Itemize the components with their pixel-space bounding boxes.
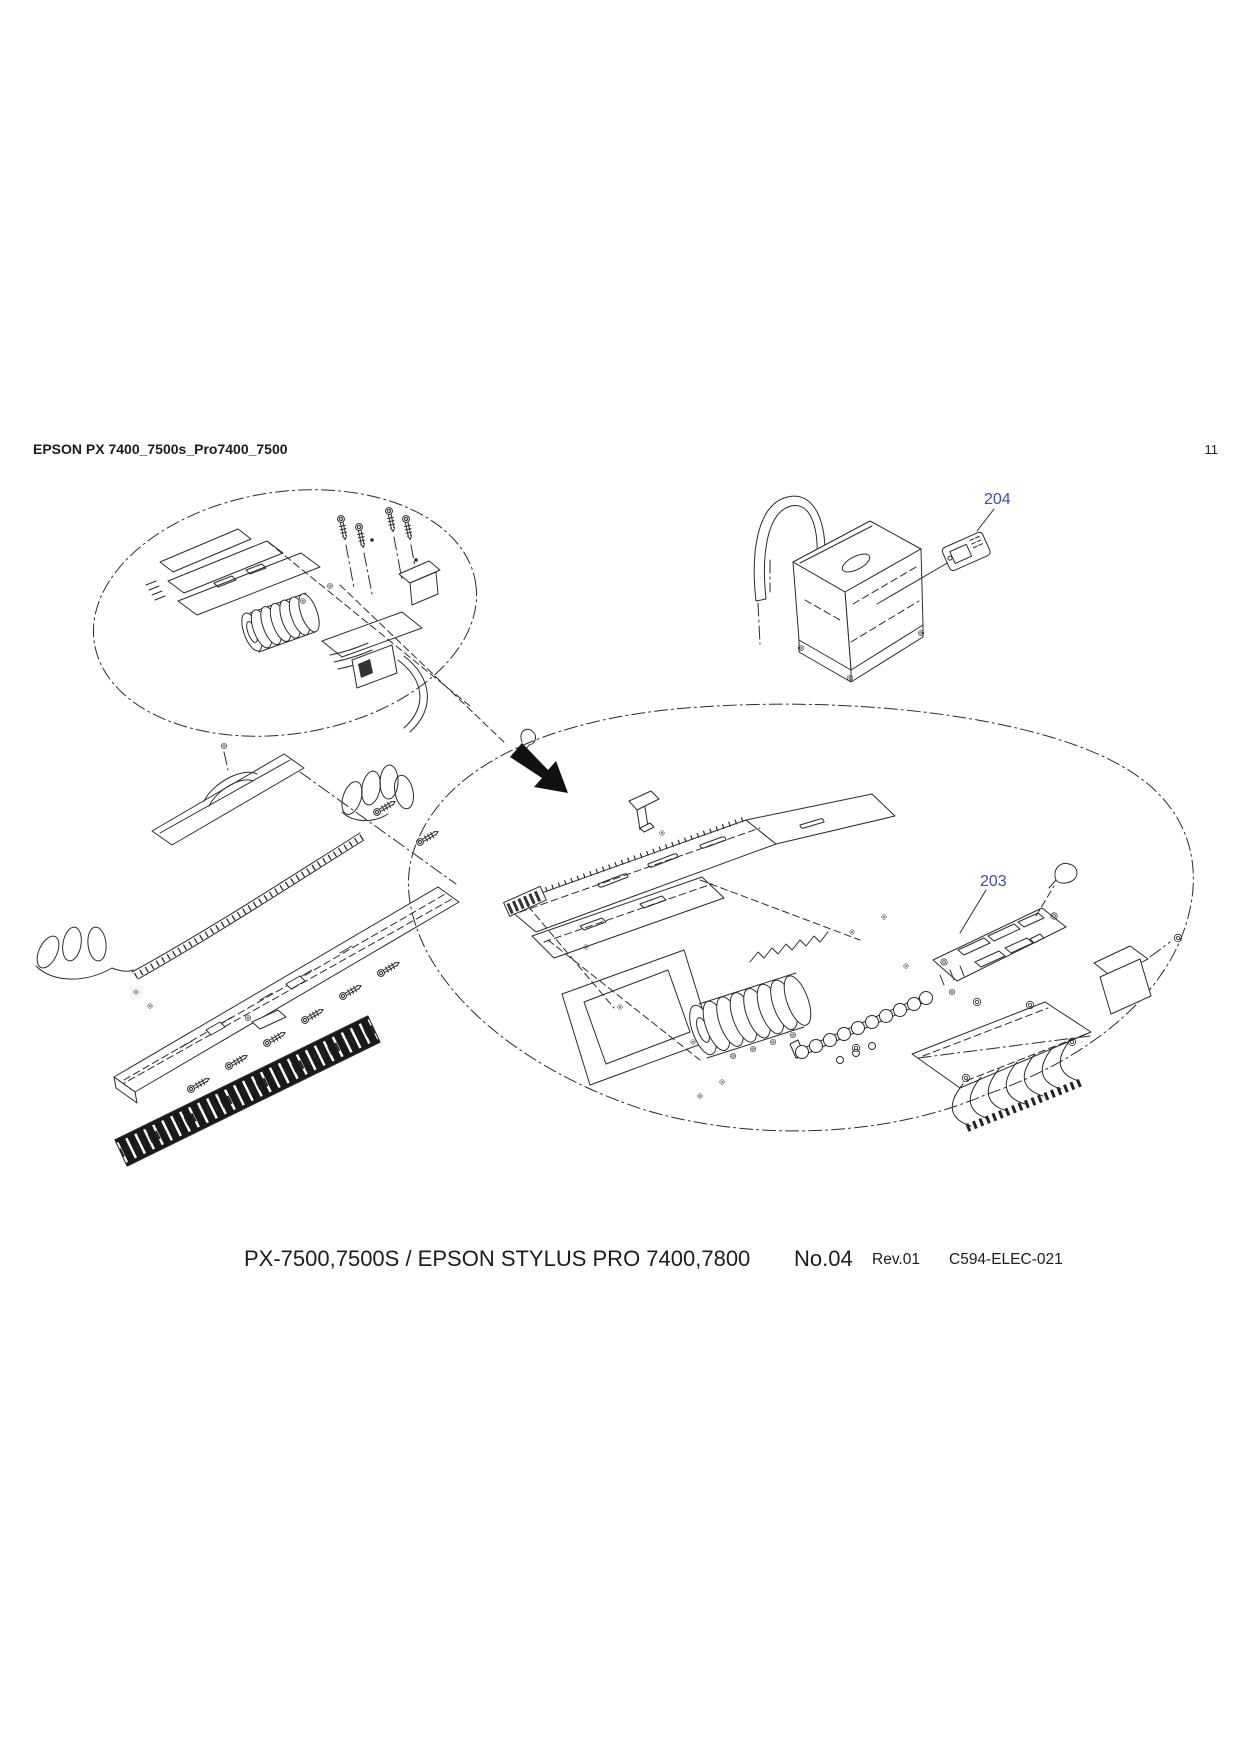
ribbed-connector — [503, 885, 547, 917]
callout-203-label: 203 — [980, 873, 1007, 890]
comb-bracket — [749, 931, 829, 963]
control-panel-part — [941, 508, 995, 572]
cable-carrier-chain — [114, 1015, 381, 1167]
right-side-bracket — [1093, 933, 1183, 1015]
roller-shaft — [789, 991, 933, 1064]
page-number: 11 — [1204, 442, 1219, 457]
figure-caption: PX-7500,7500S / EPSON STYLUS PRO 7400,78… — [244, 1246, 751, 1271]
right-misc-details — [527, 830, 909, 1099]
printer-overview-drawing — [753, 495, 950, 683]
right-frame-plates — [504, 793, 896, 959]
left-head-assembly — [321, 611, 428, 733]
right-exploded-balloon — [407, 703, 1194, 1132]
left-lower-assembly — [32, 742, 460, 1167]
right-top-bracket — [628, 790, 660, 833]
left-misc-details — [267, 538, 537, 753]
top-cover-bar — [151, 742, 457, 885]
left-damper-assembly — [241, 592, 320, 653]
callout-204-label: 204 — [984, 491, 1011, 508]
circuit-board-203 — [932, 862, 1078, 996]
doc-code: C594-ELEC-021 — [949, 1251, 1063, 1268]
direction-arrow — [510, 743, 568, 793]
callout-203: 203 — [959, 873, 1007, 934]
left-screws — [336, 506, 420, 595]
document-title: EPSON PX 7400_7500s_Pro7400_7500 — [33, 441, 288, 457]
figure-footer: PX-7500,7500S / EPSON STYLUS PRO 7400,78… — [0, 1246, 1240, 1276]
callout-204: 204 — [984, 491, 1011, 508]
flat-cable — [32, 764, 417, 1009]
carriage-tray — [851, 997, 1092, 1132]
main-rail — [113, 886, 460, 1104]
revision-label: Rev.01 — [872, 1251, 920, 1268]
left-balloon-outline — [92, 489, 478, 737]
left-exploded-balloon — [92, 489, 537, 753]
left-bracket-plates — [145, 528, 321, 616]
sheet-number: No.04 — [794, 1246, 853, 1271]
left-small-bracket — [398, 560, 441, 606]
right-damper-assembly — [689, 972, 812, 1060]
